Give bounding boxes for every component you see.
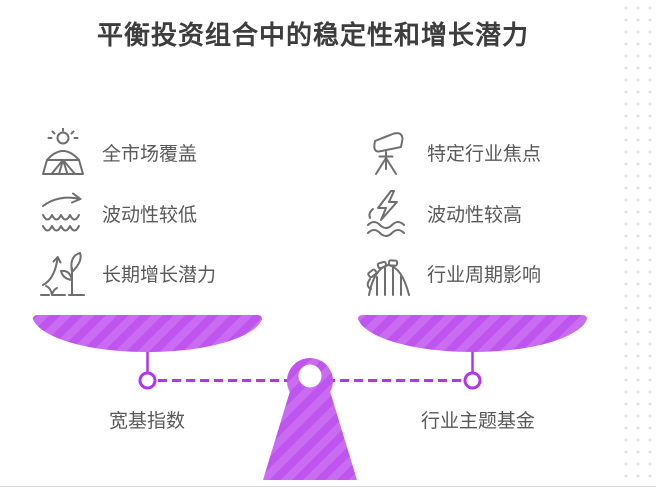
- feature-industry-cycle: 行业周期影响: [363, 247, 541, 299]
- feature-low-volatility: 波动性较低: [38, 187, 197, 239]
- rollercoaster-icon: [363, 247, 413, 299]
- scale-pan-left: [33, 315, 262, 352]
- feature-full-market-coverage: 全市场覆盖: [38, 126, 197, 178]
- feature-high-volatility: 波动性较高: [363, 187, 522, 239]
- field-sun-icon: [38, 126, 88, 178]
- feature-label: 波动性较高: [427, 204, 523, 226]
- feature-label: 波动性较低: [102, 204, 198, 226]
- scale-label-left: 宽基指数: [108, 411, 186, 432]
- feature-label: 长期增长潜力: [102, 264, 217, 286]
- scale-pivot-left: [138, 371, 157, 390]
- calm-waves-arrow-icon: [38, 187, 88, 239]
- feature-sector-focus: 特定行业焦点: [363, 126, 541, 178]
- spotlight-icon: [363, 126, 413, 178]
- scale-fulcrum-base: [263, 378, 357, 480]
- scale-label-right: 行业主题基金: [420, 411, 536, 432]
- feature-long-term-growth: 长期增长潜力: [38, 247, 216, 299]
- scale-pan-right: [358, 315, 587, 352]
- feature-label: 全市场覆盖: [102, 143, 198, 165]
- growth-plant-icon: [38, 247, 88, 299]
- feature-label: 行业周期影响: [427, 264, 542, 286]
- lightning-waves-icon: [363, 187, 413, 239]
- scale-fulcrum-hole: [298, 364, 322, 388]
- balance-scale: [33, 315, 587, 480]
- feature-label: 特定行业焦点: [427, 143, 542, 165]
- page-title: 平衡投资组合中的稳定性和增长潜力: [96, 20, 529, 50]
- dot-grid-decoration: [616, 0, 656, 486]
- scale-pivot-right: [463, 371, 482, 390]
